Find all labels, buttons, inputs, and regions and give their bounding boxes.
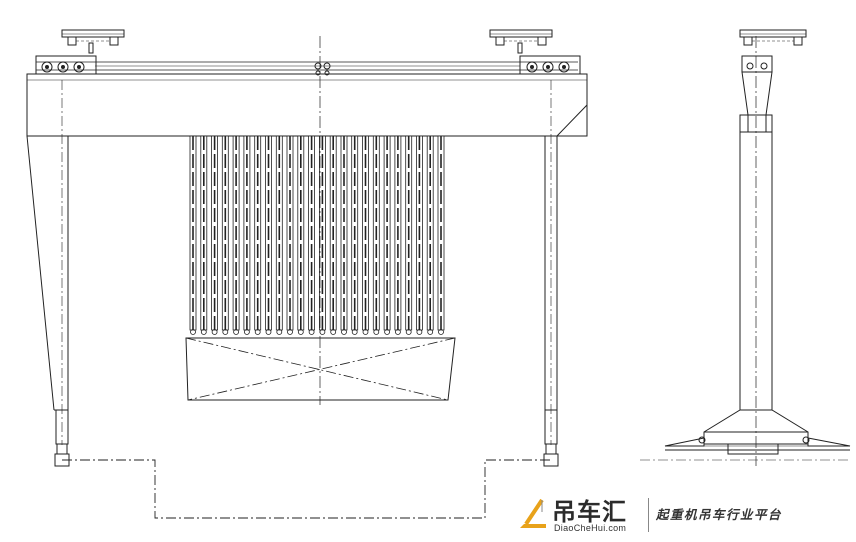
spreader-beam [308,135,316,335]
spreader-beam [405,135,413,335]
side-view [640,29,851,466]
left-end-carriage [35,55,97,75]
left-trolley [61,29,125,54]
spreader-beam [297,135,305,335]
main-girder [26,73,588,137]
spreader-beam [254,135,262,335]
spreader-beam [200,135,208,335]
foundation-outline [62,459,551,519]
brand-name: 吊车汇 [552,498,627,526]
brand-divider [648,498,649,532]
spreader-beam [318,135,326,335]
trolley-rail [36,61,578,75]
right-trolley [489,29,553,54]
right-end-carriage [519,55,581,75]
spreader-beam [426,135,434,335]
spreader-beam [437,135,445,335]
spreader-beam [415,135,423,335]
crane-logo-icon [520,498,546,528]
spreader-beam [372,135,380,335]
spreader-beam [243,135,251,335]
left-leg [26,80,70,467]
right-leg [543,80,588,467]
load-box [185,337,456,401]
spreader-beam [221,135,229,335]
spreader-beam [329,135,337,335]
watermark: 吊车汇 DiaoCheHui.com 起重机吊车行业平台 [518,494,818,538]
spreader-beam [189,135,197,335]
spreader-beam [275,135,283,335]
spreader-beam [362,135,369,335]
spreader-beam-array [189,135,445,335]
spreader-beam [394,135,402,335]
spreader-beam [286,135,294,335]
center-coupling [314,62,331,76]
brand-domain: DiaoCheHui.com [554,523,627,533]
spreader-beam [265,135,272,335]
spreader-beam [211,135,219,335]
spreader-beam [351,135,359,335]
brand-slogan: 起重机吊车行业平台 [656,507,783,522]
spreader-beam [340,135,348,335]
spreader-beam [383,135,391,335]
spreader-beam [232,135,240,335]
